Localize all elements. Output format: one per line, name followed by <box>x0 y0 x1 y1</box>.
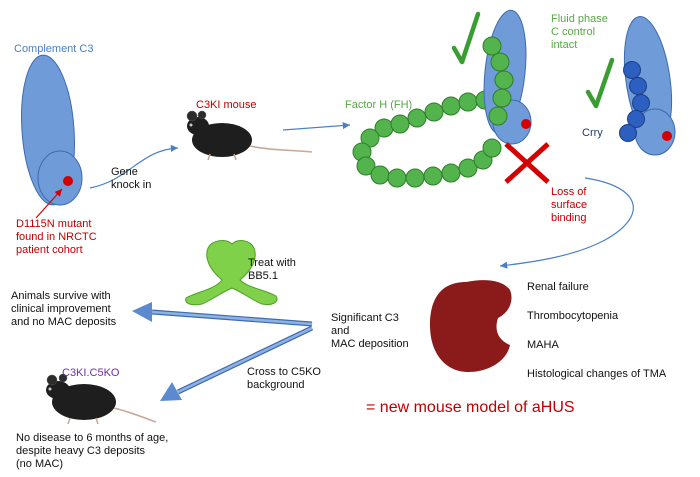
c3ki-c5ko-label: C3KI.C5KO <box>62 367 120 379</box>
crry-beads <box>619 61 650 142</box>
bead <box>629 77 647 95</box>
kidney-shape <box>430 280 512 372</box>
bead <box>492 88 512 108</box>
check-mark-icon <box>451 11 481 65</box>
bead <box>488 106 508 126</box>
thrombocytopenia-label: Thrombocytopenia <box>527 310 619 322</box>
bead <box>390 114 410 134</box>
factor-h-chain <box>352 90 502 188</box>
bead <box>619 124 637 142</box>
factor-h-bound-beads <box>482 36 514 126</box>
bead <box>407 108 427 128</box>
crry-label: Crry <box>582 127 603 139</box>
complement-c3-label: Complement C3 <box>14 43 94 55</box>
bead <box>482 138 502 158</box>
histological-label: Histological changes of TMA <box>527 368 667 380</box>
mutation-pointer-arrow <box>35 188 63 219</box>
antibody-shape <box>185 240 278 306</box>
mouse-to-factorh-arrow <box>282 121 351 131</box>
bead <box>458 92 478 112</box>
bead <box>627 110 645 128</box>
bead <box>356 156 376 176</box>
bead <box>424 102 444 122</box>
maha-label: MAHA <box>527 339 559 351</box>
fluid-phase-label: Fluid phase C control intact <box>551 13 608 51</box>
check-mark-icon <box>585 57 615 109</box>
treat-bb51-label: Treat with BB5.1 <box>248 257 296 282</box>
bead <box>490 52 510 72</box>
d1115n-mutant-label: D1115N mutant found in NRCTC patient coh… <box>16 218 97 256</box>
loss-of-binding-label: Loss of surface binding <box>551 186 588 224</box>
bead <box>632 94 650 112</box>
significant-c3-label: Significant C3 and MAC deposition <box>331 312 409 350</box>
knock-in-arrow <box>89 144 179 189</box>
loss-to-outcome-arrow <box>499 177 634 269</box>
bead <box>482 36 502 56</box>
bead <box>458 158 478 178</box>
no-disease-label: No disease to 6 months of age, despite h… <box>16 432 169 470</box>
bead <box>441 163 461 183</box>
animals-survive-label: Animals survive with clinical improvemen… <box>11 290 117 328</box>
bead <box>405 168 425 188</box>
to-survival-arrow <box>132 302 313 327</box>
complement-c3-molecule <box>21 54 83 206</box>
renal-failure-label: Renal failure <box>527 281 589 293</box>
c3ki-mouse-image <box>186 110 313 161</box>
to-c5ko-arrow <box>160 325 314 401</box>
bead <box>387 168 407 188</box>
factor-h-label: Factor H (FH) <box>345 99 413 111</box>
new-mouse-model-label: = new mouse model of aHUS <box>366 399 575 416</box>
gene-knock-in-label: Gene knock in <box>111 166 152 191</box>
bead <box>441 96 461 116</box>
mutation-dot <box>63 176 73 186</box>
bead <box>623 61 641 79</box>
cross-c5ko-label: Cross to C5KO background <box>247 366 321 391</box>
bead <box>494 70 514 90</box>
bead <box>370 165 390 185</box>
c3ki-c5ko-mouse-image <box>46 373 157 425</box>
c3ki-mouse-label: C3KI mouse <box>196 99 257 111</box>
cross-mark-icon <box>504 142 550 184</box>
bead <box>423 166 443 186</box>
